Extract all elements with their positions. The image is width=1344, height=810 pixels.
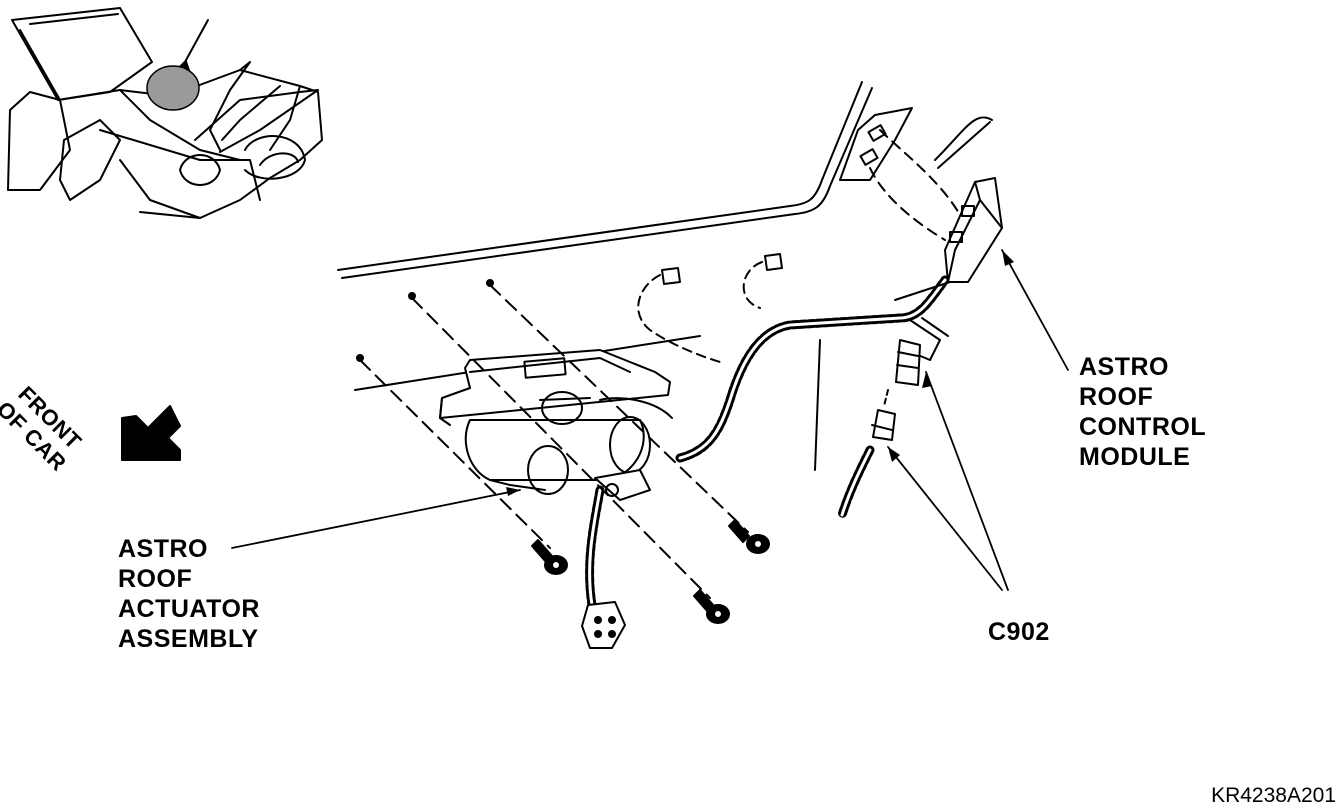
leader-lines (231, 249, 1069, 591)
wiring-harness (585, 275, 951, 610)
astro-roof-control-module (944, 177, 1003, 283)
screw (693, 589, 730, 624)
car-locator-inset (7, 7, 323, 219)
astro-roof-control-module-label: ASTRO ROOF CONTROL MODULE (1079, 353, 1207, 471)
astro-roof-actuator-assembly-label: ASTRO ROOF ACTUATOR ASSEMBLY (118, 535, 260, 653)
actuator-pigtail-connector (581, 601, 626, 649)
astro-roof-actuator-assembly (439, 349, 673, 501)
mounting-screws (531, 519, 770, 624)
screw (531, 539, 568, 575)
locator-highlight-circle (146, 65, 200, 111)
mounting-bracket (839, 107, 913, 181)
figure-code: KR4238A201 (1211, 784, 1336, 807)
front-of-car-arrow (121, 405, 181, 461)
screw-alignment-lines (359, 284, 749, 599)
c902-connector-label: C902 (988, 618, 1050, 646)
retainer-clips (637, 253, 783, 363)
screw (728, 519, 770, 554)
c902-connectors (871, 339, 921, 441)
